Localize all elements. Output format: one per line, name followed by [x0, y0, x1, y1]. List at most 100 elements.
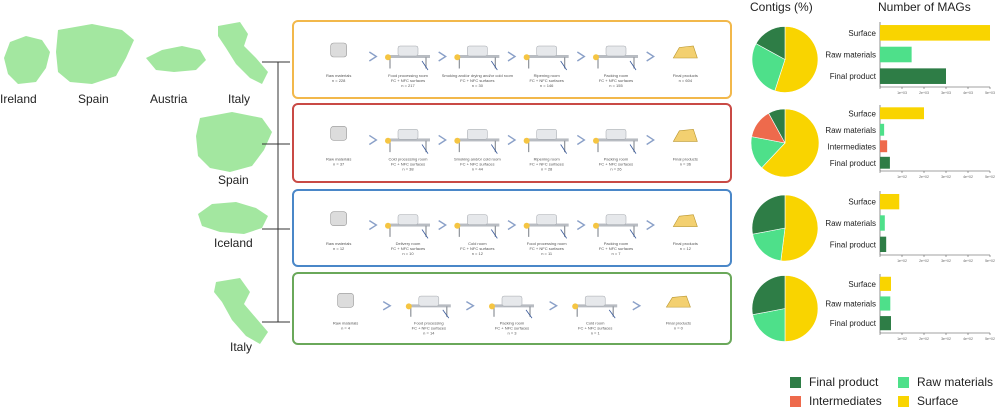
stage-count: n = 36 [680, 161, 692, 166]
legend-label: Raw materials [917, 375, 994, 389]
stage-surfaces: FC + NFC surfaces [529, 246, 563, 251]
ireland-map-icon [4, 36, 50, 84]
category-label: Surface [848, 29, 876, 38]
flow-arrow-icon [576, 51, 586, 62]
bar [880, 123, 885, 136]
spain-map-icon [56, 24, 134, 84]
stage-name: Food processing room [388, 73, 428, 78]
stage-name: Food processing [414, 320, 444, 325]
stage-surfaces: FC + NFC surfaces [529, 161, 563, 166]
stage-surfaces: FC + NFC surfaces [460, 246, 494, 251]
stage-surfaces: FC + NFC surfaces [412, 325, 446, 330]
stage-count: n = 1 [591, 330, 601, 335]
equipment-icon [536, 214, 557, 225]
final-product-icon [672, 214, 698, 227]
bar [880, 46, 912, 63]
table-top-icon [594, 223, 638, 227]
legend-swatch [790, 376, 801, 388]
stage-name: Packing room [604, 73, 629, 78]
table-top-icon [524, 55, 569, 58]
iceland-map-icon [198, 202, 268, 234]
table-top-icon [455, 223, 500, 227]
pie-slice [780, 194, 819, 262]
tick-label: 3e+02 [941, 259, 951, 263]
equipment-icon [467, 214, 488, 225]
bar [880, 140, 888, 153]
swab-icon [454, 222, 461, 229]
swab-stick-icon [491, 60, 498, 71]
contigs-header: Contigs (%) [750, 0, 813, 14]
country-label-italy-2: Italy [230, 340, 253, 354]
flow-arrow-icon [549, 300, 558, 311]
equipment-icon [605, 214, 627, 225]
country-maps [4, 22, 290, 344]
swab-stick-icon [560, 229, 567, 239]
country-label-spain-2: Spain [218, 173, 249, 187]
category-label: Raw materials [825, 51, 876, 60]
stage-name: Raw materials [326, 73, 351, 78]
flow-arrow-icon [646, 51, 655, 62]
flow-arrow-icon [368, 134, 378, 146]
stage-name: Ripening room [534, 73, 561, 78]
stage-name: Raw materials [326, 241, 351, 246]
swab-icon [385, 54, 391, 61]
equipment-icon [536, 45, 557, 57]
table-top-icon [386, 55, 430, 58]
equipment-icon [397, 129, 419, 140]
flow-arrow-icon [632, 300, 642, 311]
flow-arrow-icon [507, 220, 517, 231]
swab-stick-icon [442, 309, 450, 319]
swab-stick-icon [629, 60, 637, 71]
swab-icon [593, 54, 599, 61]
flow-arrow-icon [576, 220, 586, 231]
tick-label: 2e+02 [919, 175, 929, 179]
tick-label: 3e+02 [941, 337, 951, 341]
legend-swatch [898, 395, 909, 407]
tick-label: 1e+03 [897, 91, 907, 95]
contigs-pie [750, 108, 820, 178]
mags-header: Number of MAGs [878, 0, 971, 14]
stage-count: n = 10 [402, 251, 414, 256]
stage-count: n = 12 [680, 246, 692, 251]
swab-icon [593, 222, 599, 229]
stage-name: Final products [666, 320, 691, 325]
swab-icon [385, 137, 391, 144]
contigs-pie [751, 275, 819, 342]
italy-map-icon [218, 22, 268, 84]
stage-name: Raw materials [333, 320, 358, 325]
category-label: Final product [830, 72, 877, 81]
stage-count: n = 26 [610, 166, 622, 171]
swab-stick-icon [560, 144, 568, 154]
legend-label: Surface [917, 394, 959, 408]
equipment-icon [418, 295, 440, 307]
flow-arrow-icon [368, 220, 378, 231]
swab-stick-icon [629, 144, 637, 154]
country-label-ireland: Ireland [0, 92, 37, 106]
stage-name: Raw materials [326, 156, 351, 161]
flow-arrow-icon [438, 51, 447, 62]
category-label: Raw materials [825, 219, 876, 228]
stage-count: n = 30 [472, 83, 484, 88]
stage-name: Delivery room [396, 241, 421, 246]
flow-arrow-icon [646, 134, 655, 146]
stage-name: Final products [673, 241, 698, 246]
legend-swatch [898, 376, 909, 388]
spain2-map-icon [196, 112, 272, 172]
tick-label: 2e+02 [919, 259, 929, 263]
